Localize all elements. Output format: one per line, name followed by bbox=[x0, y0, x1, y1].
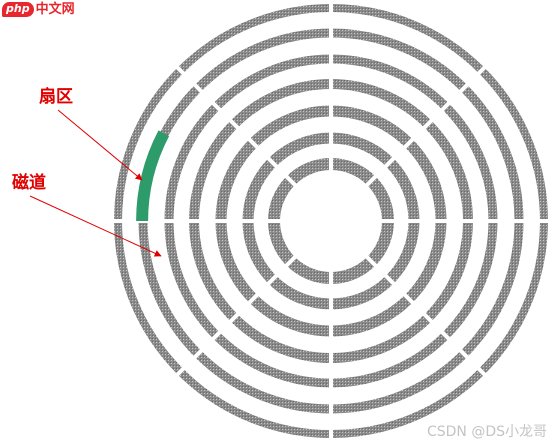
logo-php-badge: php bbox=[2, 2, 34, 17]
highlighted-sector bbox=[136, 130, 170, 221]
sector-divider bbox=[364, 254, 487, 377]
sector-divider bbox=[364, 65, 487, 188]
track-pointer-arrow bbox=[29, 195, 162, 257]
sector-dividers bbox=[113, 3, 549, 439]
track-label: 磁道 bbox=[12, 173, 46, 193]
sector-divider bbox=[175, 254, 298, 377]
sector-label: 扇区 bbox=[39, 87, 73, 107]
csdn-watermark: CSDN @DS小龙哥 bbox=[426, 424, 547, 440]
sector-divider bbox=[175, 65, 298, 188]
sector-pointer-arrow bbox=[57, 109, 143, 181]
php-cn-logo: php 中文网 bbox=[2, 2, 75, 17]
logo-site-name: 中文网 bbox=[35, 1, 75, 17]
